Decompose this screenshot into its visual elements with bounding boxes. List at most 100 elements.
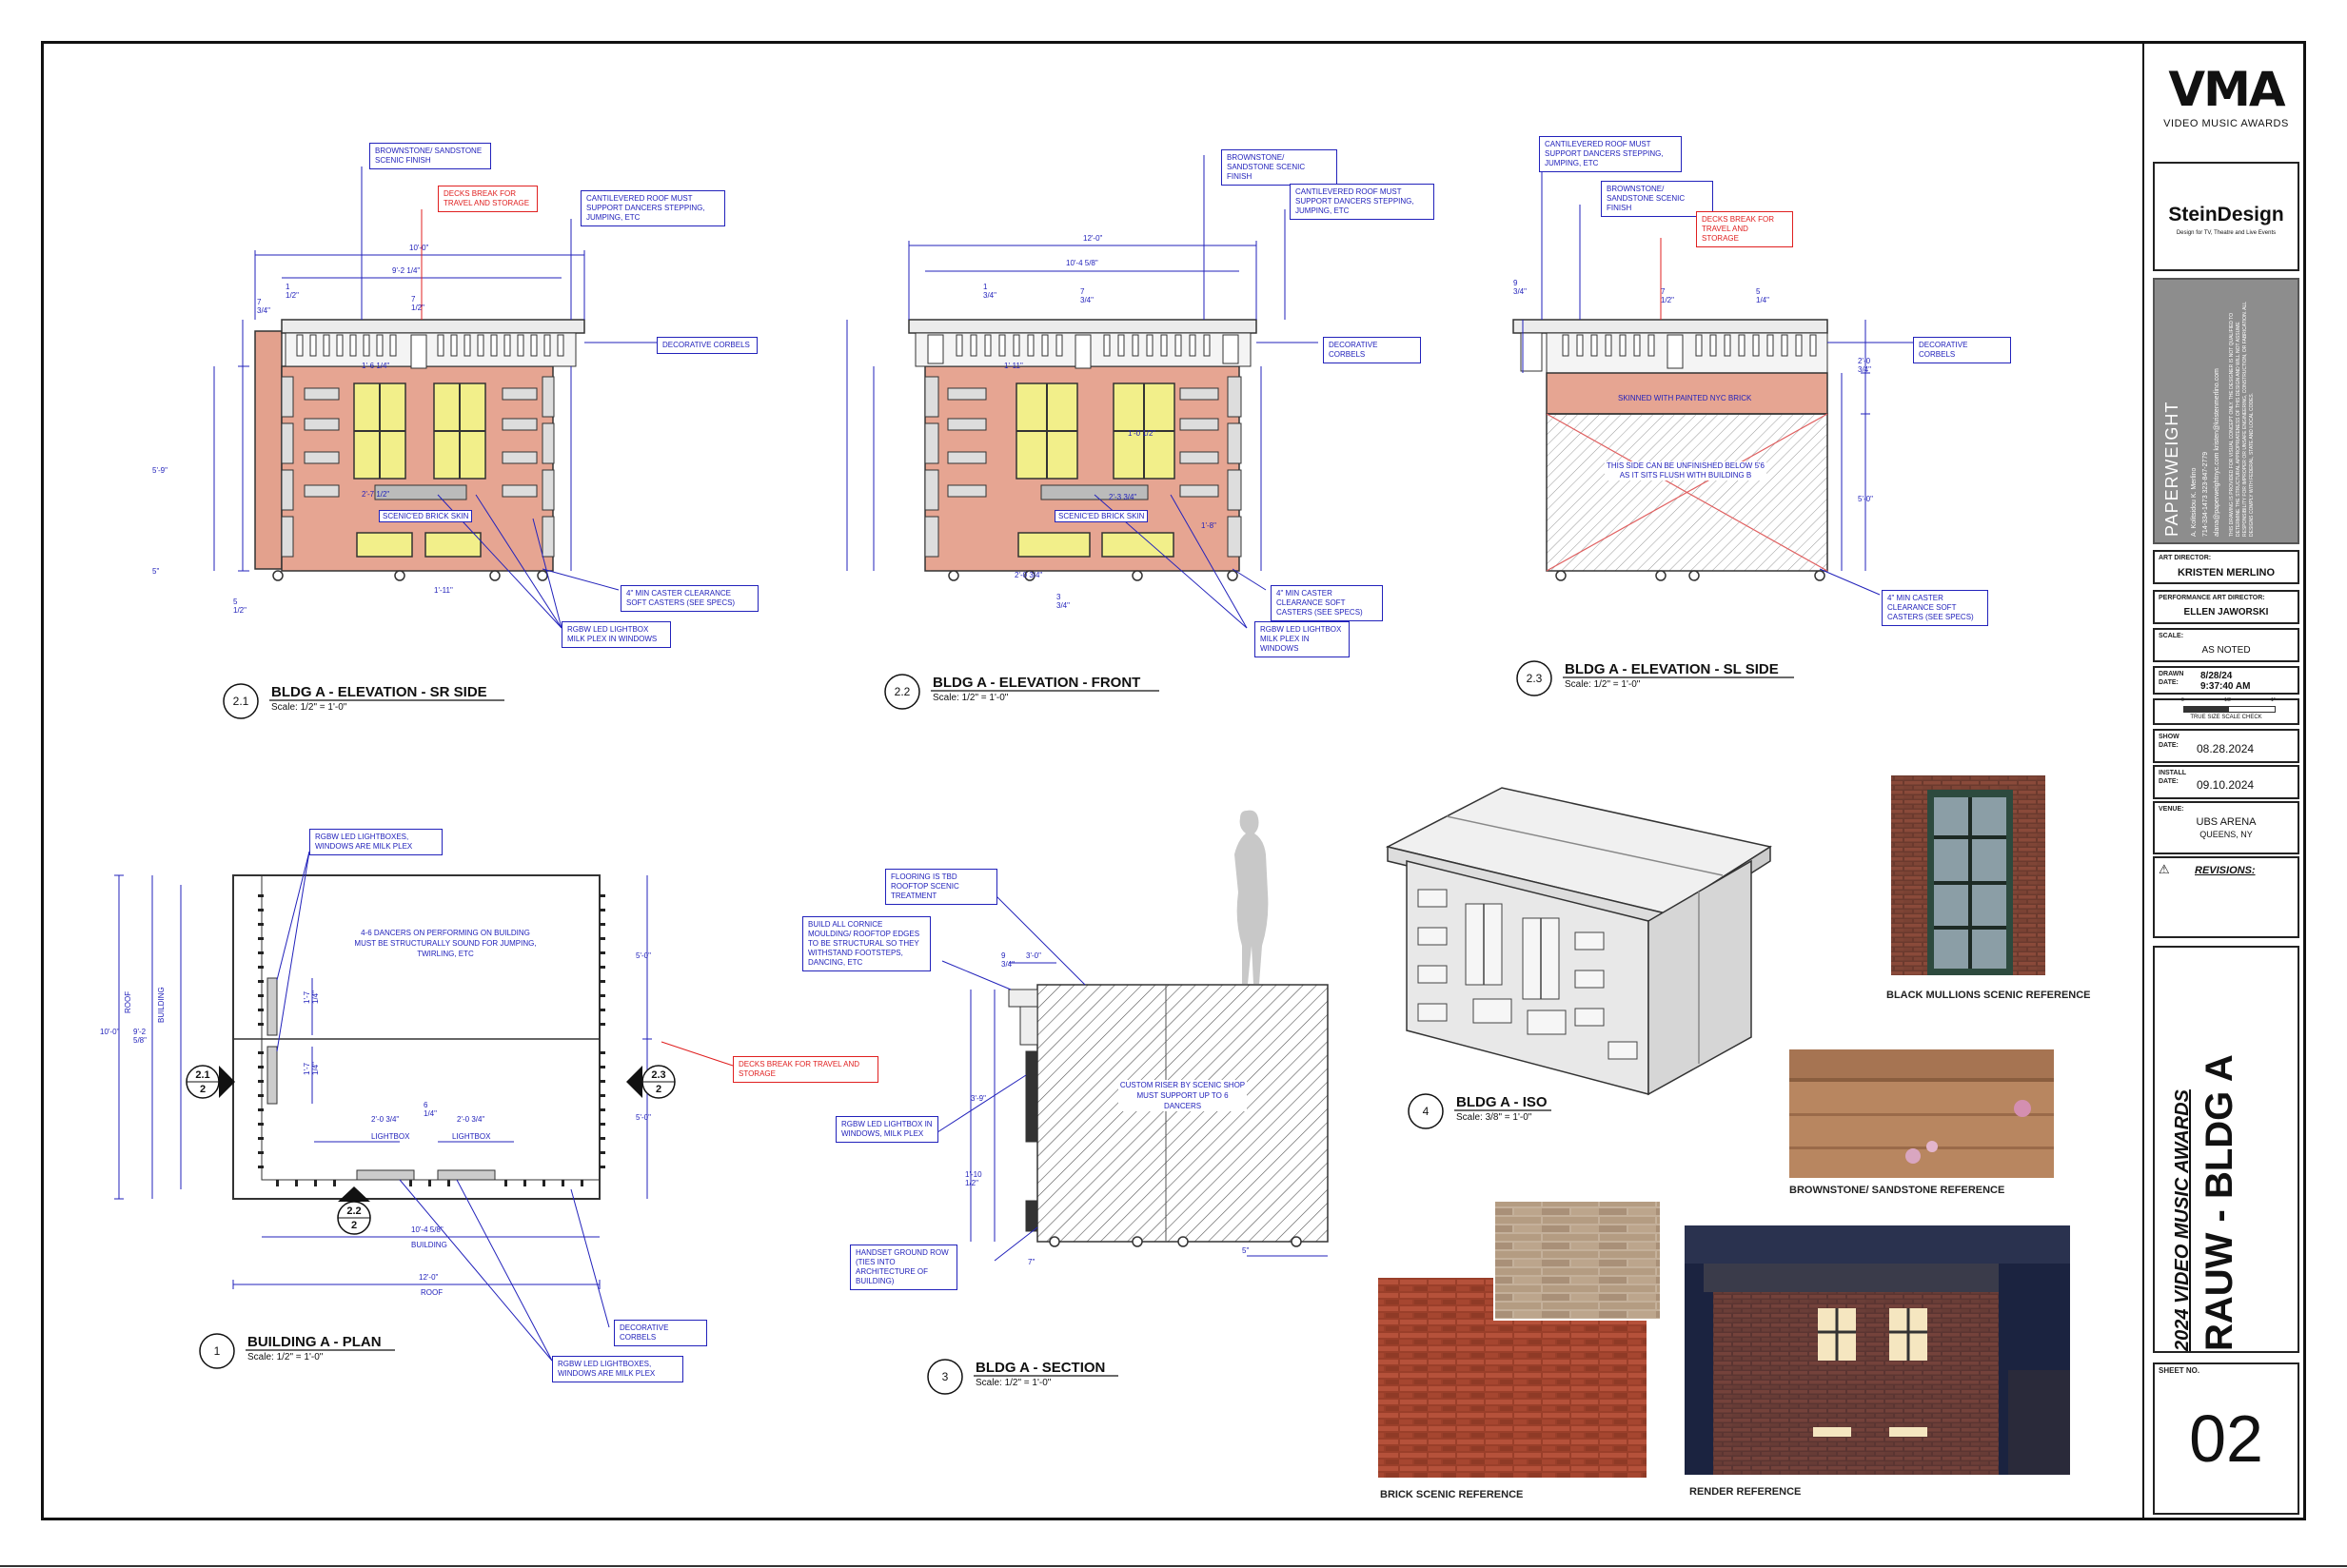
install-label: INSTALL (2159, 770, 2187, 776)
studio-contact-3: alana@paperweightnyc.com kristen@kristen… (2214, 368, 2220, 537)
vma-logo-icon: VMA (2168, 62, 2285, 117)
designer-box: SteinDesign Design for TV, Theatre and L… (2153, 162, 2299, 271)
dim-2-7: 2'-7 1/2" (362, 490, 390, 499)
venue-box: VENUE: UBS ARENA QUEENS, NY (2153, 801, 2299, 854)
dim-12-0-front: 12'-0" (1083, 234, 1103, 243)
dim-1-8: 1'-8" (1201, 521, 1216, 530)
vma-logo-subtitle: VIDEO MUSIC AWARDS (2163, 118, 2289, 129)
view-title: BLDG A - ISO (1456, 1094, 1548, 1110)
dim-5-9-sr: 5'-9" (152, 466, 168, 475)
studio-box: PAPERWEIGHT A. Kolitsidou K. Merlino 714… (2153, 278, 2299, 544)
elevation-dimension-lines (213, 241, 1870, 572)
art-director-box: ART DIRECTOR: KRISTEN MERLINO (2153, 550, 2299, 584)
marker-2-1-bottom: 2 (199, 1084, 207, 1095)
label-render-ref: RENDER REFERENCE (1689, 1486, 1802, 1498)
label-scenic-brick-sr: SCENIC'ED BRICK SKIN (379, 510, 473, 522)
project-title-box: 2024 VIDEO MUSIC AWARDS RAUW - BLDG A (2153, 946, 2299, 1353)
label-skinned-brick: SKINNED WITH PAINTED NYC BRICK (1618, 394, 1752, 402)
perf-art-director-label: PERFORMANCE ART DIRECTOR: (2159, 595, 2265, 601)
label-black-mullions-ref: BLACK MULLIONS SCENIC REFERENCE (1886, 990, 2091, 1001)
designer-name: SteinDesign (2168, 204, 2284, 225)
dim-9-3-4-section: 9 3/4" (1001, 951, 1015, 969)
install-date-box: INSTALL DATE: 09.10.2024 (2153, 765, 2299, 799)
drawn-label: DRAWN (2159, 671, 2184, 677)
building-iso (1385, 787, 1772, 1096)
label-building-dim: BUILDING (411, 1241, 447, 1249)
view-scale: Scale: 1/2" = 1'-0" (933, 693, 1009, 703)
art-director-label: ART DIRECTOR: (2159, 555, 2212, 561)
dim-1-7-plan-top: 1'-7 1/4" (303, 990, 320, 1004)
marker-2-3-top: 2.3 (651, 1069, 666, 1081)
dim-10-0-plan: 10'-0" (100, 1028, 120, 1036)
view-number: 2.3 (1526, 672, 1543, 685)
label-lightbox-2: LIGHTBOX (452, 1132, 491, 1141)
scale-value: AS NOTED (2201, 645, 2251, 656)
red-leader-lines (421, 209, 1662, 1067)
install-date: 09.10.2024 (2197, 778, 2255, 792)
scale-check-1: 1" (2271, 697, 2276, 703)
view-scale: Scale: 1/2" = 1'-0" (1565, 679, 1641, 690)
note-brownstone-front: BROWNSTONE/ SANDSTONE SCENIC FINISH (1221, 149, 1337, 186)
dim-9-3-4-sl: 9 3/4" (1513, 279, 1527, 296)
note-cantilevered-sl: CANTILEVERED ROOF MUST SUPPORT DANCERS S… (1539, 136, 1682, 172)
note-caster-front: 4" MIN CASTER CLEARANCE SOFT CASTERS (SE… (1271, 585, 1383, 621)
sheet-number: 02 (2189, 1401, 2263, 1476)
view-title: BLDG A - SECTION (976, 1360, 1106, 1376)
dim-5-0-plan-top: 5'-0" (636, 951, 651, 960)
dim-9-2: 9'-2 1/4" (392, 266, 421, 275)
note-decks-break-sr: DECKS BREAK FOR TRAVEL AND STORAGE (438, 186, 538, 212)
elevation-front (908, 319, 1257, 581)
view-number: 1 (213, 1344, 221, 1358)
dim-5-0-plan-bottom: 5'-0" (636, 1113, 651, 1122)
dim-1-1-2-sr: 1 1/2" (286, 283, 299, 300)
scale-check-text: TRUE SIZE SCALE CHECK (2190, 715, 2262, 720)
note-corbels-sl: DECORATIVE CORBELS (1913, 337, 2011, 363)
dim-1-3-4-front: 1 3/4" (983, 283, 996, 300)
note-rgbw-front: RGBW LED LIGHTBOX MILK PLEX IN WINDOWS (1254, 621, 1350, 657)
dim-3-3-4: 3 3/4" (1056, 593, 1070, 610)
dim-7-3-4-sr: 7 3/4" (257, 298, 270, 315)
note-rgbw-plan-bottom: RGBW LED LIGHTBOXES, WINDOWS ARE MILK PL… (552, 1356, 683, 1382)
elevation-sl-side (1512, 319, 1828, 581)
dim-2-3: 2'-3 3/4" (1109, 493, 1137, 501)
label-brownstone-ref: BROWNSTONE/ SANDSTONE REFERENCE (1789, 1185, 2005, 1196)
install-date-label: DATE: (2159, 778, 2179, 785)
leader-lines (361, 155, 1913, 629)
dim-5-sr: 5" (152, 567, 160, 576)
label-brick-ref: BRICK SCENIC REFERENCE (1380, 1489, 1524, 1500)
scale-check-half: 1/2 (2224, 697, 2231, 703)
marker-2-3-bottom: 2 (655, 1084, 662, 1095)
dim-2-0-plan-1: 2'-0 3/4" (371, 1115, 400, 1124)
studio-disclaimer: THIS DRAWING IS PROVIDED FOR VISUAL CONC… (2229, 302, 2255, 537)
note-caster-sl: 4" MIN CASTER CLEARANCE SOFT CASTERS (SE… (1882, 590, 1988, 626)
art-director-value: KRISTEN MERLINO (2177, 567, 2276, 578)
note-decks-break-plan: DECKS BREAK FOR TRAVEL AND STORAGE (733, 1056, 878, 1083)
label-roof-vertical: ROOF (124, 990, 132, 1013)
view-title-underlines (246, 676, 1794, 1377)
view-title: BLDG A - ELEVATION - SR SIDE (271, 684, 487, 700)
perf-art-director-box: PERFORMANCE ART DIRECTOR: ELLEN JAWORSKI (2153, 590, 2299, 624)
building-plan (232, 874, 605, 1200)
dim-10-4-front: 10'-4 5/8" (1066, 259, 1098, 267)
note-brownstone-sl: BROWNSTONE/ SANDSTONE SCENIC FINISH (1601, 181, 1713, 217)
note-rgbw-sr: RGBW LED LIGHTBOX MILK PLEX IN WINDOWS (562, 621, 671, 648)
view-number: 2.2 (894, 685, 911, 698)
dim-5-1-4-sl: 5 1/4" (1756, 287, 1769, 304)
note-brownstone-sr: BROWNSTONE/ SANDSTONE SCENIC FINISH (369, 143, 491, 169)
studio-name: PAPERWEIGHT (2162, 401, 2181, 537)
dim-2-0-plan-2: 2'-0 3/4" (457, 1115, 485, 1124)
view-number: 2.1 (232, 695, 249, 708)
reference-black-mullions (1891, 775, 2045, 975)
dim-5-0-sl: 5'-0" (1858, 495, 1873, 503)
scale-label: SCALE: (2159, 633, 2184, 639)
studio-contact-2: 714-334-1473 323-847-2779 (2202, 451, 2209, 537)
dim-7-3-4-front: 7 3/4" (1080, 287, 1094, 304)
dim-1-10-section: 1'-10 1/2" (965, 1170, 982, 1187)
revisions-box: ⚠ REVISIONS: (2153, 856, 2299, 938)
project-title-line2: RAUW - BLDG A (2199, 1054, 2240, 1351)
page-bottom-rule (0, 1565, 2347, 1567)
project-title-rotated: 2024 VIDEO MUSIC AWARDS RAUW - BLDG A (2155, 948, 2298, 1351)
scale-check-box: 0 1/2 1" TRUE SIZE SCALE CHECK (2153, 697, 2299, 725)
dim-10-4-plan: 10'-4 5/8" (411, 1225, 444, 1234)
